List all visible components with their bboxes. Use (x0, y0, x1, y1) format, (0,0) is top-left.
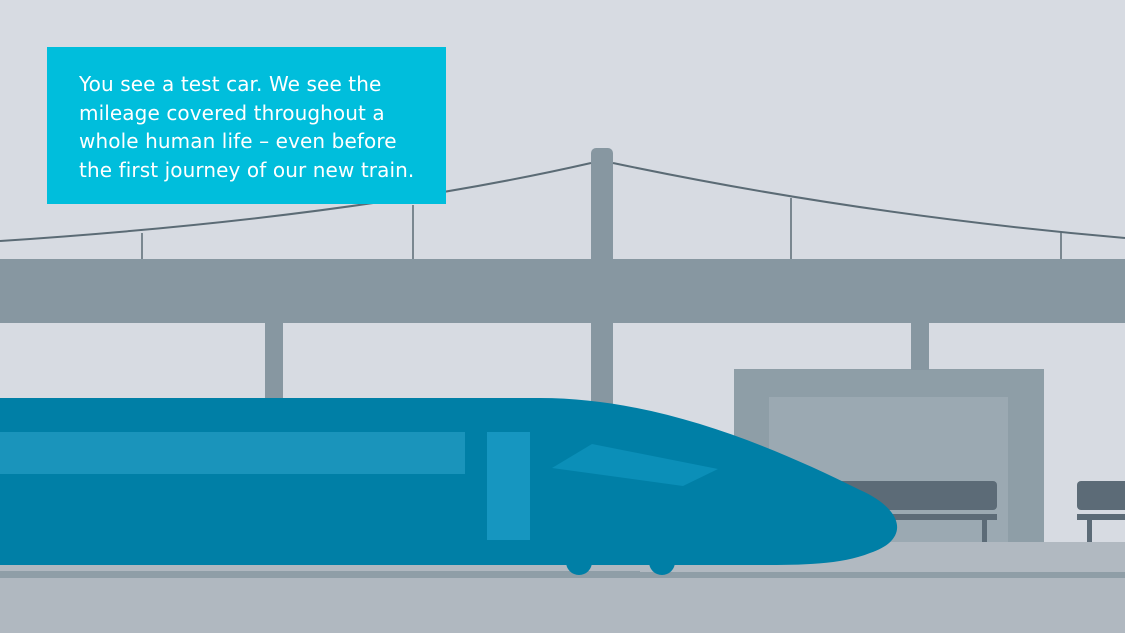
high-speed-train-icon (0, 398, 898, 575)
rail-line (0, 571, 1125, 578)
train-door (487, 432, 530, 540)
suspension-cables (0, 162, 1125, 259)
bridge-deck (0, 259, 1125, 323)
caption-box: You see a test car. We see the mileage c… (47, 47, 446, 204)
caption-text: You see a test car. We see the mileage c… (79, 72, 415, 182)
bench-icon (1077, 481, 1125, 542)
train-stripe (0, 432, 465, 474)
train-windshield (552, 444, 718, 486)
